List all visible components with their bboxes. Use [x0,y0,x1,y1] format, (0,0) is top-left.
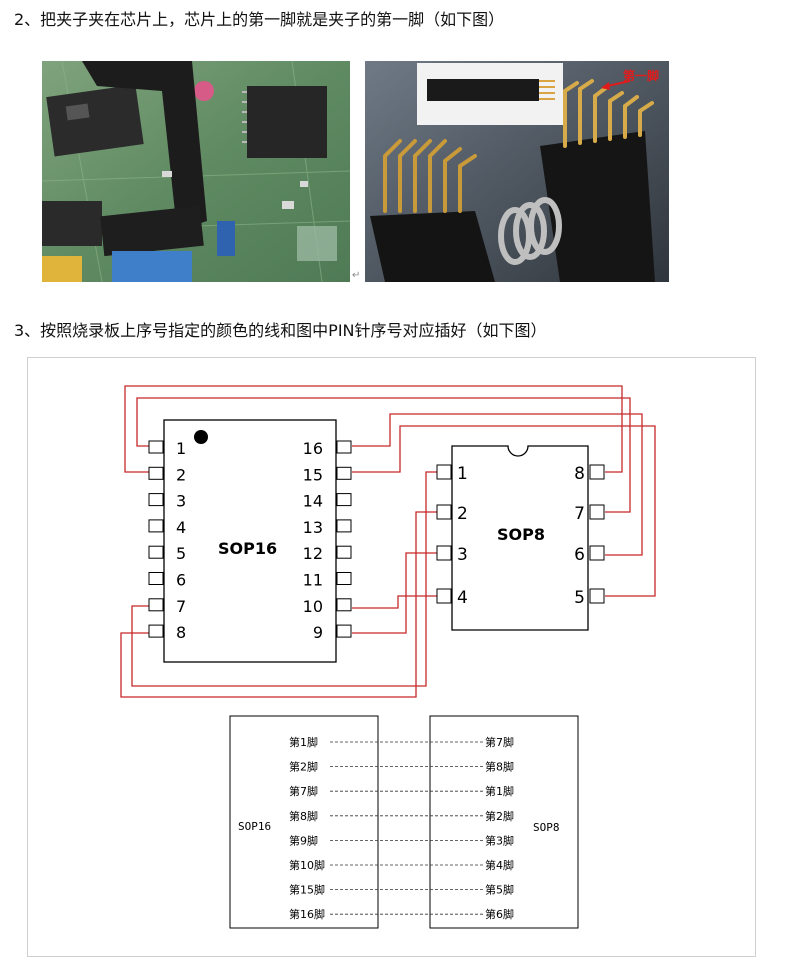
mapping-left-pin: 第16脚 [289,907,325,921]
sop8-pin-pad [436,545,452,561]
wires [120,385,656,698]
sop16-pin-number: 1 [176,439,186,458]
sop8-pin-pad [589,545,605,561]
sop16-pin-pad [148,440,164,454]
sop8-pin-pad [436,464,452,480]
sop16-pin-pad [148,493,164,507]
sop16-pin-pad [336,466,352,480]
sop8-pin-number: 2 [457,504,468,524]
sop8-pin-number: 6 [574,545,585,565]
sop16-pin-number: 4 [176,518,186,537]
photo-soic-clip: 第一脚 [365,61,669,282]
mapping-right-pin: 第2脚 [485,809,514,823]
sop16-chip [163,419,337,663]
mapping-right-pin: 第3脚 [485,833,514,847]
sop8-pin-pad [589,464,605,480]
step-3-heading: 3、按照烧录板上序号指定的颜色的线和图中PIN针序号对应插好（如下图） [14,321,547,340]
sop16-pin-pad [148,466,164,480]
sop16-pin-pad [336,440,352,454]
sop16-pin-number: 15 [303,465,323,484]
sop16-pin-number: 13 [303,518,323,537]
wiring-diagram-frame [27,357,756,957]
mapping-sop8-box [429,715,579,929]
sop16-pin-number: 6 [176,571,186,590]
step-2-heading: 2、把夹子夹在芯片上，芯片上的第一脚就是夹子的第一脚（如下图） [14,10,505,29]
sop16-pin-number: 5 [176,544,186,563]
sop8-pin-number: 1 [457,464,468,484]
sop16-pin-pad [336,545,352,559]
sop16-pin-number: 3 [176,492,186,511]
sop16-pin-number: 12 [303,544,323,563]
sop16-pin-pad [336,572,352,585]
sop16-pin-pad [336,493,352,507]
pin1-dot [194,430,208,444]
sop8-pin-number: 4 [457,588,468,608]
sop8-pin-number: 5 [574,588,585,608]
sop16-pin-number: 11 [303,571,323,590]
sop16-pin-number: 14 [303,492,323,511]
sop8-pin-pad [589,588,605,604]
sop16-pin-number: 16 [303,439,323,458]
photo-clip-on-chip [42,61,350,282]
sop16-pin-pad [336,598,352,612]
sop16-title: SOP16 [218,539,277,558]
sop16-pin-number: 9 [313,623,323,642]
mapping-sop8-label: SOP8 [533,821,560,834]
sop16-pin-pad [148,624,164,638]
sop16-pin-number: 7 [176,597,186,616]
mapping-left-pin: 第2脚 [289,760,318,774]
sop8-pin-pad [436,588,452,604]
sop16-pin-pad [148,519,164,533]
mapping-sop16-label: SOP16 [238,820,271,833]
sop8-pin-number: 3 [457,545,468,565]
mapping-left-pin: 第10脚 [289,858,325,872]
sop16-pin-number: 2 [176,465,186,484]
mapping-right-pin: 第5脚 [485,883,514,897]
mapping-right-pin: 第8脚 [485,760,514,774]
mapping-rows: 第1脚第7脚第2脚第8脚第7脚第1脚第8脚第2脚第9脚第3脚第10脚第4脚第15… [289,735,514,921]
sop16-right-pins: 16 15 14 13 12 11 10 9 [303,439,352,642]
mapping-left-pin: 第15脚 [289,883,325,897]
paragraph-mark: ↵ [352,270,361,281]
mapping-left-pin: 第1脚 [289,735,318,749]
sop16-pin-number: 8 [176,623,186,642]
sop16-pin-pad [148,545,164,559]
mapping-left-pin: 第7脚 [289,784,318,798]
mapping-sop16-box [229,715,379,929]
mapping-left-pin: 第8脚 [289,809,318,823]
sop8-title: SOP8 [497,525,545,544]
sop16-pin-number: 10 [303,597,323,616]
sop8-pin-pad [436,504,452,520]
sop8-chip [451,445,589,631]
sop16-pin-pad [336,519,352,533]
mapping-right-pin: 第6脚 [485,907,514,921]
mapping-right-pin: 第1脚 [485,784,514,798]
sop16-pin-pad [148,572,164,585]
sop8-pin-number: 7 [574,504,585,524]
mapping-left-pin: 第9脚 [289,833,318,847]
mapping-right-pin: 第7脚 [485,735,514,749]
mapping-right-pin: 第4脚 [485,858,514,872]
sop16-pin-pad [336,624,352,638]
sop16-left-pins: 1 2 3 4 5 6 7 8 [148,439,186,642]
sop8-left-pins: 1 2 3 4 [436,464,468,608]
sop16-pin-pad [148,598,164,612]
sop8-pin-pad [589,504,605,520]
sop8-right-pins: 8 7 6 5 [574,464,605,608]
sop8-pin-number: 8 [574,464,585,484]
first-pin-label: 第一脚 [623,68,659,83]
